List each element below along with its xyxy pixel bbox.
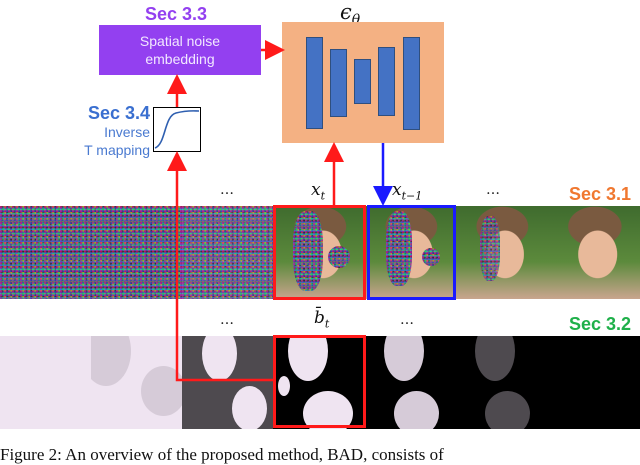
x-t-label: xt bbox=[311, 180, 326, 203]
mask-row-ellipsis-right: … bbox=[400, 312, 415, 328]
mask-tile-light-gray bbox=[91, 336, 182, 429]
noise-patch bbox=[422, 248, 440, 266]
spatial-noise-embedding-box: Spatial noise embedding bbox=[99, 25, 261, 75]
mask-tile-mixed bbox=[364, 336, 455, 429]
b-t-highlight-frame bbox=[273, 335, 366, 428]
image-tile-pure-noise bbox=[0, 206, 182, 299]
image-tile-less-noise bbox=[455, 206, 546, 299]
image-tile-x-t bbox=[273, 206, 364, 299]
noise-patch bbox=[480, 216, 500, 281]
theta-subscript: θ bbox=[351, 12, 361, 29]
section-3-3-label: Sec 3.3 bbox=[145, 4, 208, 24]
epsilon-symbol: ϵ bbox=[340, 0, 352, 24]
mask-tile-light bbox=[0, 336, 91, 429]
noise-patch bbox=[328, 246, 350, 268]
section-3-2-label: Sec 3.2 bbox=[569, 314, 632, 334]
inverse-t-mapping-curve-icon bbox=[153, 107, 201, 152]
network-label: ϵθ bbox=[340, 0, 360, 28]
figure-caption: Figure 2: An overview of the proposed me… bbox=[0, 445, 444, 464]
x-t-minus-1-highlight-frame bbox=[367, 205, 456, 300]
image-tile-clean bbox=[546, 206, 640, 299]
unet-decoder-bar-2 bbox=[403, 37, 420, 130]
unet-network-box bbox=[282, 22, 444, 143]
image-row-ellipsis-left: … bbox=[220, 182, 235, 198]
unet-bottleneck-bar bbox=[354, 59, 371, 104]
spatial-noise-line2: embedding bbox=[145, 51, 215, 67]
unet-encoder-bar-1 bbox=[306, 37, 323, 129]
b-bar-t-label: b̄t bbox=[314, 308, 330, 331]
noise-patch bbox=[386, 211, 412, 286]
noise-patch bbox=[293, 211, 323, 291]
image-tile-x-t-minus-1 bbox=[364, 206, 455, 299]
inverse-t-mapping-line1: Inverse bbox=[104, 124, 150, 140]
x-t-highlight-frame bbox=[273, 205, 366, 300]
mask-tile-dark-gray bbox=[182, 336, 273, 429]
mask-row-ellipsis-left: … bbox=[220, 312, 235, 328]
image-row-ellipsis-right: … bbox=[486, 182, 501, 198]
unet-encoder-bar-2 bbox=[330, 49, 347, 117]
section-3-1-label: Sec 3.1 bbox=[569, 184, 632, 204]
inverse-t-mapping-line2: T mapping bbox=[84, 142, 150, 158]
mask-tile-black bbox=[546, 336, 640, 429]
x-t-minus-1-label: xt−1 bbox=[392, 180, 423, 203]
section-3-4-label: Sec 3.4 bbox=[87, 103, 150, 123]
mask-tile-dark bbox=[455, 336, 546, 429]
mask-tile-b-t bbox=[273, 336, 364, 429]
image-tile-mostly-noise bbox=[182, 206, 273, 299]
unet-decoder-bar-1 bbox=[378, 47, 395, 116]
spatial-noise-line1: Spatial noise bbox=[139, 33, 221, 49]
